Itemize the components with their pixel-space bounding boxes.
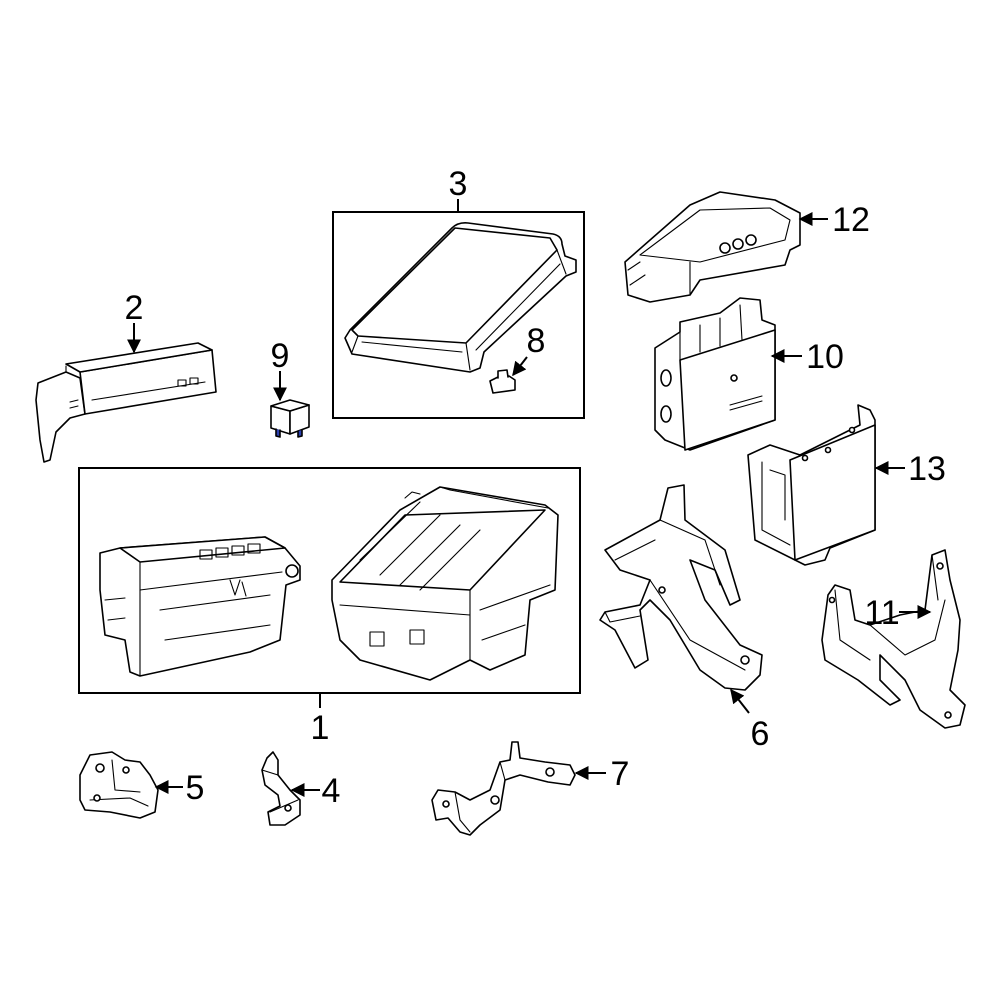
part-5-bracket bbox=[79, 751, 159, 819]
group-frame-1 bbox=[78, 467, 581, 694]
part-2-fuse-box-cover bbox=[35, 342, 217, 463]
part-9-relay-highlighted bbox=[270, 399, 310, 438]
part-7-bracket bbox=[431, 741, 576, 836]
part-8-clip bbox=[489, 369, 516, 394]
part-3-fuse-box-lid bbox=[344, 222, 577, 373]
part-12-module-cover bbox=[624, 191, 801, 303]
callout-label-1: 1 bbox=[311, 709, 330, 747]
callout-label-10: 10 bbox=[806, 338, 844, 376]
callout-label-6: 6 bbox=[751, 715, 770, 753]
callout-label-5: 5 bbox=[186, 769, 205, 807]
callout-label-9: 9 bbox=[271, 337, 290, 375]
part-10-control-module bbox=[654, 297, 776, 451]
part-11-support-bracket bbox=[821, 549, 966, 729]
leader-6 bbox=[730, 688, 750, 714]
callout-label-11: 11 bbox=[864, 594, 899, 632]
part-13-module-bracket bbox=[747, 404, 876, 566]
callout-label-8: 8 bbox=[527, 322, 546, 360]
part-1-fuse-box-housing bbox=[331, 486, 559, 681]
callout-label-2: 2 bbox=[125, 289, 144, 327]
part-4-small-bracket bbox=[261, 751, 301, 826]
part-1-fuse-block-left bbox=[99, 536, 301, 677]
callout-label-7: 7 bbox=[611, 755, 630, 793]
callout-label-12: 12 bbox=[832, 201, 870, 239]
callout-label-4: 4 bbox=[322, 772, 341, 810]
leader-8 bbox=[512, 356, 528, 377]
callout-label-13: 13 bbox=[908, 450, 946, 488]
callout-label-3: 3 bbox=[449, 165, 468, 203]
part-6-mounting-bracket bbox=[599, 484, 763, 691]
